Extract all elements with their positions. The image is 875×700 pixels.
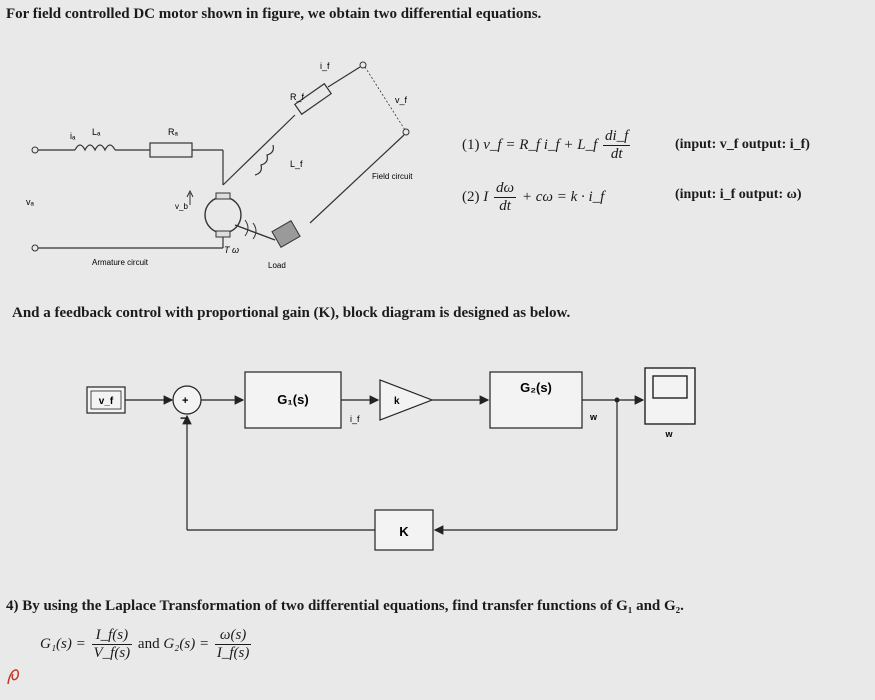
terminal-top (31, 146, 39, 154)
equation-1-io: (input: v_f output: i_f) (675, 137, 810, 152)
intro-text: For field controlled DC motor shown in f… (6, 6, 542, 22)
label-vb: v_b (175, 202, 188, 211)
sum-plus: + (182, 395, 188, 407)
armature-resistor (149, 142, 193, 158)
label-ia: iₐ (70, 131, 76, 141)
g2-label: G₂(s) (520, 380, 552, 395)
scope-screen-icon (652, 375, 688, 399)
gain-label: k (394, 396, 400, 407)
load-block (271, 220, 301, 248)
feedback-k-block (374, 509, 434, 551)
field-inductor (254, 144, 274, 176)
input-label: v_f (99, 396, 114, 407)
w-line-label: w (589, 412, 598, 422)
g1-label: G₁(s) (277, 392, 308, 407)
label-load: Load (268, 261, 286, 270)
w-scope-label: w (664, 429, 673, 439)
question-4-text: 4) By using the Laplace Transformation o… (6, 598, 684, 614)
i-f-label: i_f (350, 414, 360, 424)
label-vf: v_f (395, 95, 408, 105)
equation-2-io: (input: i_f output: ω) (675, 187, 802, 202)
g2-block (489, 371, 583, 429)
block-diagram: v_f + − G₁(s) i_f k G₂(s) w w K (86, 367, 696, 551)
g1-transfer-function: G₁(s) = I_f(s)V_f(s) and G₂(s) = ω(s)I_f… (40, 627, 252, 661)
label-La: Lₐ (92, 127, 101, 137)
armature-inductor (74, 144, 116, 152)
field-resistor (293, 82, 333, 116)
label-if: i_f (320, 61, 330, 71)
feedback-k-label: K (399, 524, 409, 539)
label-va: vₐ (26, 197, 35, 207)
terminal-bottom (31, 244, 39, 252)
feedback-text: And a feedback control with proportional… (12, 305, 571, 321)
red-pen-mark (7, 669, 19, 685)
label-torque: T ω (224, 245, 239, 255)
label-Ra: Rₐ (168, 127, 178, 137)
dc-motor-circuit: iₐ Lₐ Rₐ vₐ v_b R_f L_f i_f v_f Field ci… (26, 61, 413, 270)
gain-triangle (379, 379, 434, 421)
motor-symbol (204, 196, 242, 234)
label-armature-circuit: Armature circuit (92, 258, 149, 267)
label-Rf: R_f (290, 92, 305, 102)
sum-minus: − (180, 411, 187, 425)
label-Lf: L_f (290, 159, 303, 169)
label-field-circuit: Field circuit (372, 172, 413, 181)
g1-block (244, 371, 342, 429)
